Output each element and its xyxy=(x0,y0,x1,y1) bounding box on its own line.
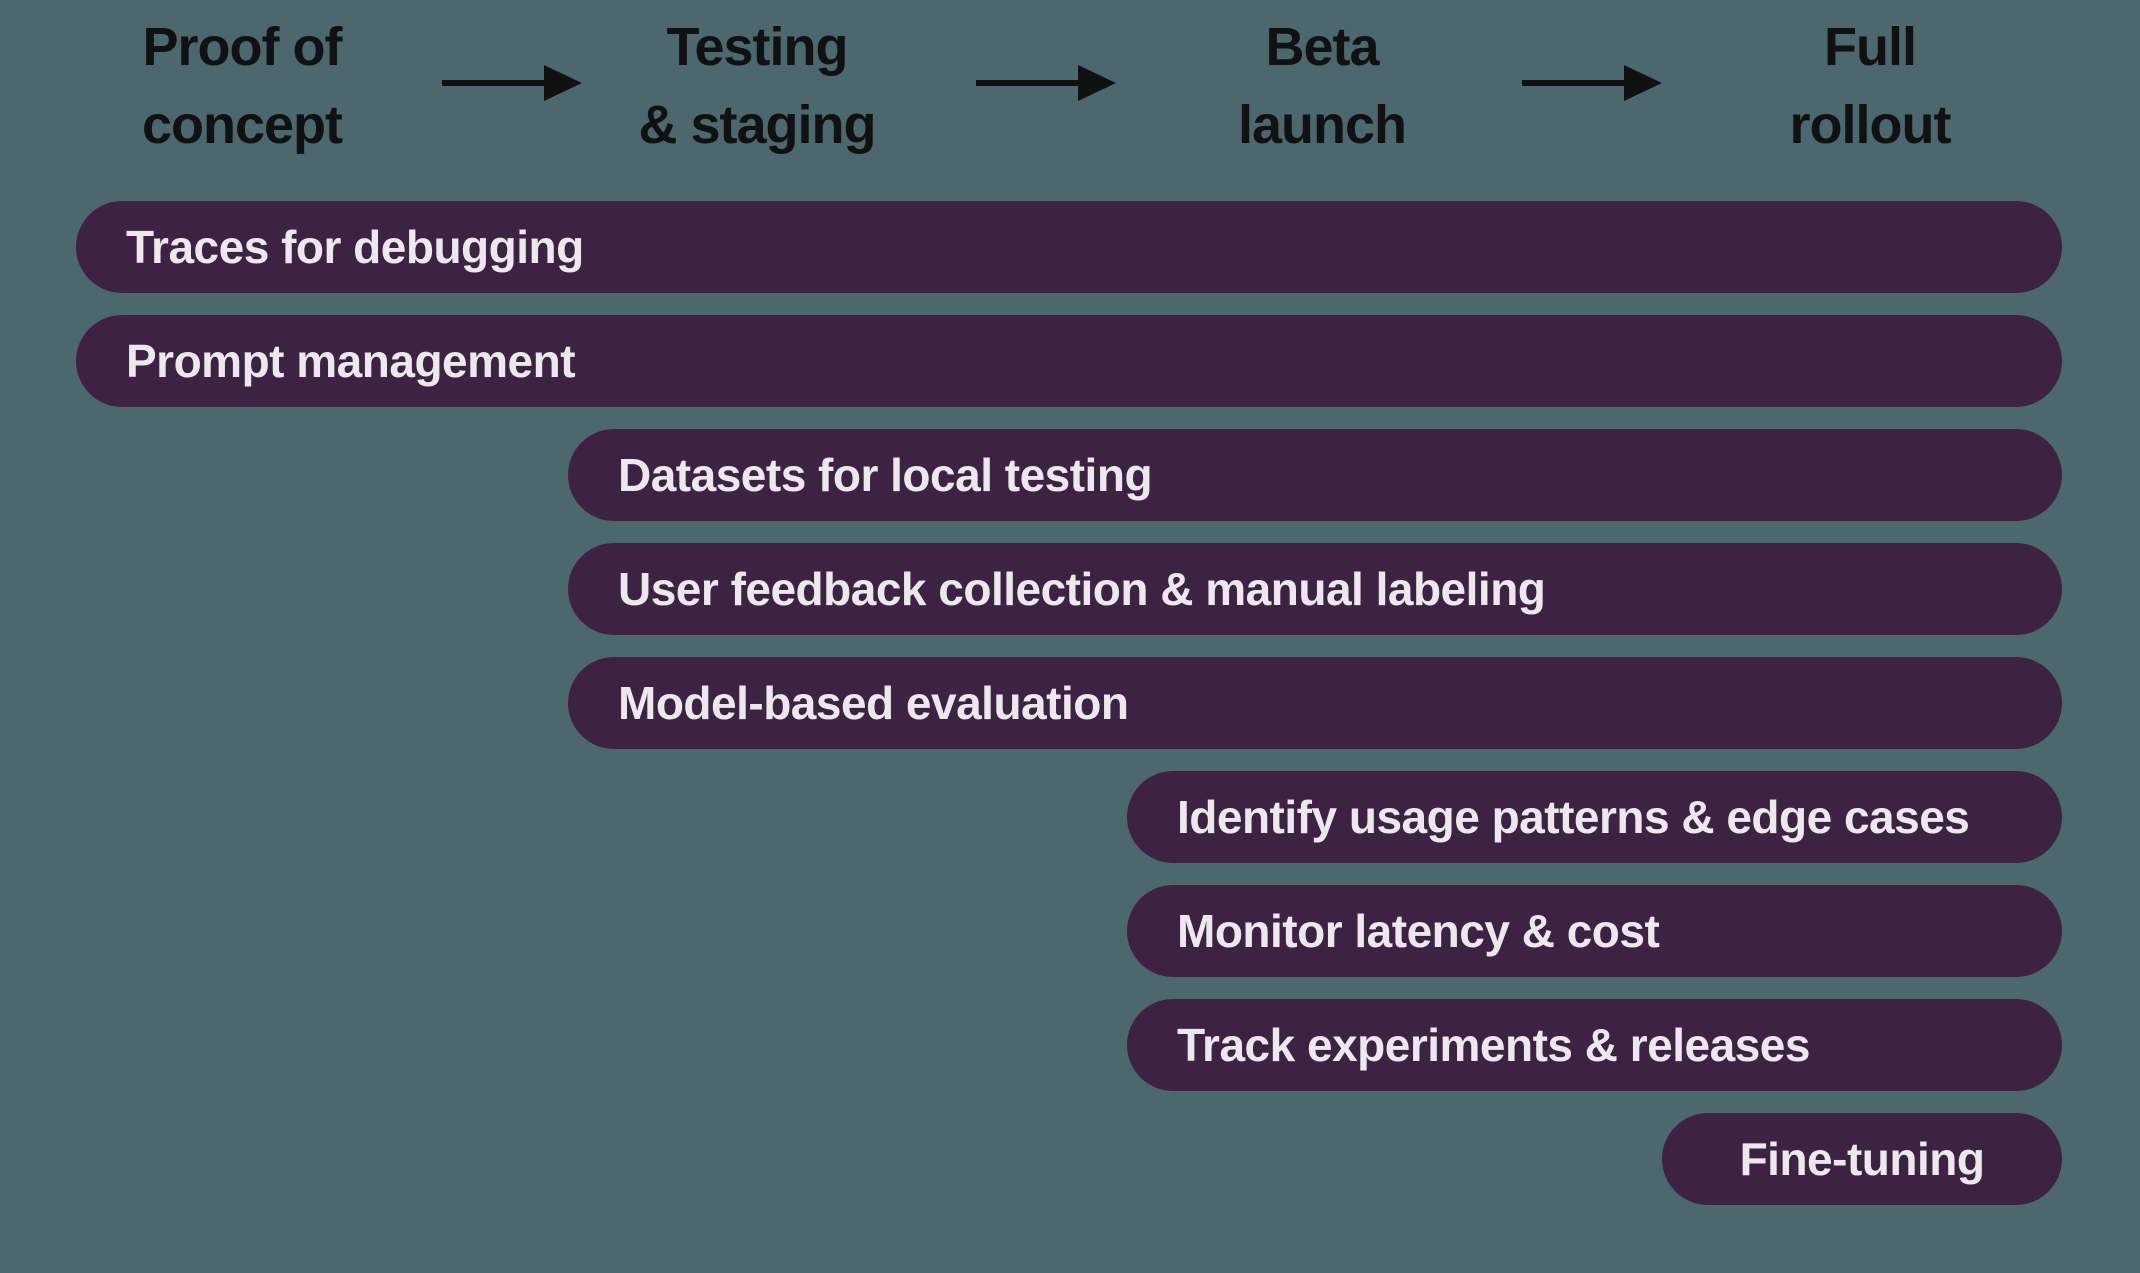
bar-identify-usage-patterns: Identify usage patterns & edge cases xyxy=(1127,771,2062,863)
bar-label: Model-based evaluation xyxy=(618,677,1129,729)
bar-label: Traces for debugging xyxy=(126,221,584,273)
stage-line: Full xyxy=(1824,17,1917,77)
bar-label: Monitor latency & cost xyxy=(1177,905,1660,957)
stage-line: rollout xyxy=(1789,95,1952,155)
stage-line: & staging xyxy=(638,95,876,155)
bar-traces-for-debugging: Traces for debugging xyxy=(76,201,2062,293)
bar-label: Datasets for local testing xyxy=(618,449,1153,501)
bar-label: Fine-tuning xyxy=(1739,1133,1985,1185)
bar-monitor-latency-cost: Monitor latency & cost xyxy=(1127,885,2062,977)
arrow-icon xyxy=(976,65,1116,101)
stage-line: Testing xyxy=(666,17,849,77)
bar-model-based-evaluation: Model-based evaluation xyxy=(568,657,2062,749)
stage-label-full-rollout: Full rollout xyxy=(1630,8,2110,164)
bar-fine-tuning: Fine-tuning xyxy=(1662,1113,2062,1205)
bar-label: Prompt management xyxy=(126,335,576,387)
stage-label-testing-staging: Testing & staging xyxy=(517,8,997,164)
stage-label-beta-launch: Beta launch xyxy=(1082,8,1562,164)
arrow-icon xyxy=(1522,65,1662,101)
bar-datasets-for-local-testing: Datasets for local testing xyxy=(568,429,2062,521)
stage-line: launch xyxy=(1237,95,1407,155)
bar-user-feedback-collection: User feedback collection & manual labeli… xyxy=(568,543,2062,635)
bar-label: Track experiments & releases xyxy=(1177,1019,1810,1071)
bar-prompt-management: Prompt management xyxy=(76,315,2062,407)
bar-label: Identify usage patterns & edge cases xyxy=(1177,791,1970,843)
stage-line: Beta xyxy=(1265,17,1379,77)
stage-line: concept xyxy=(141,95,343,155)
bar-label: User feedback collection & manual labeli… xyxy=(618,563,1546,615)
bar-track-experiments-releases: Track experiments & releases xyxy=(1127,999,2062,1091)
arrow-icon xyxy=(442,65,582,101)
stage-label-proof-of-concept: Proof of concept xyxy=(2,8,482,164)
stage-line: Proof of xyxy=(142,17,343,77)
